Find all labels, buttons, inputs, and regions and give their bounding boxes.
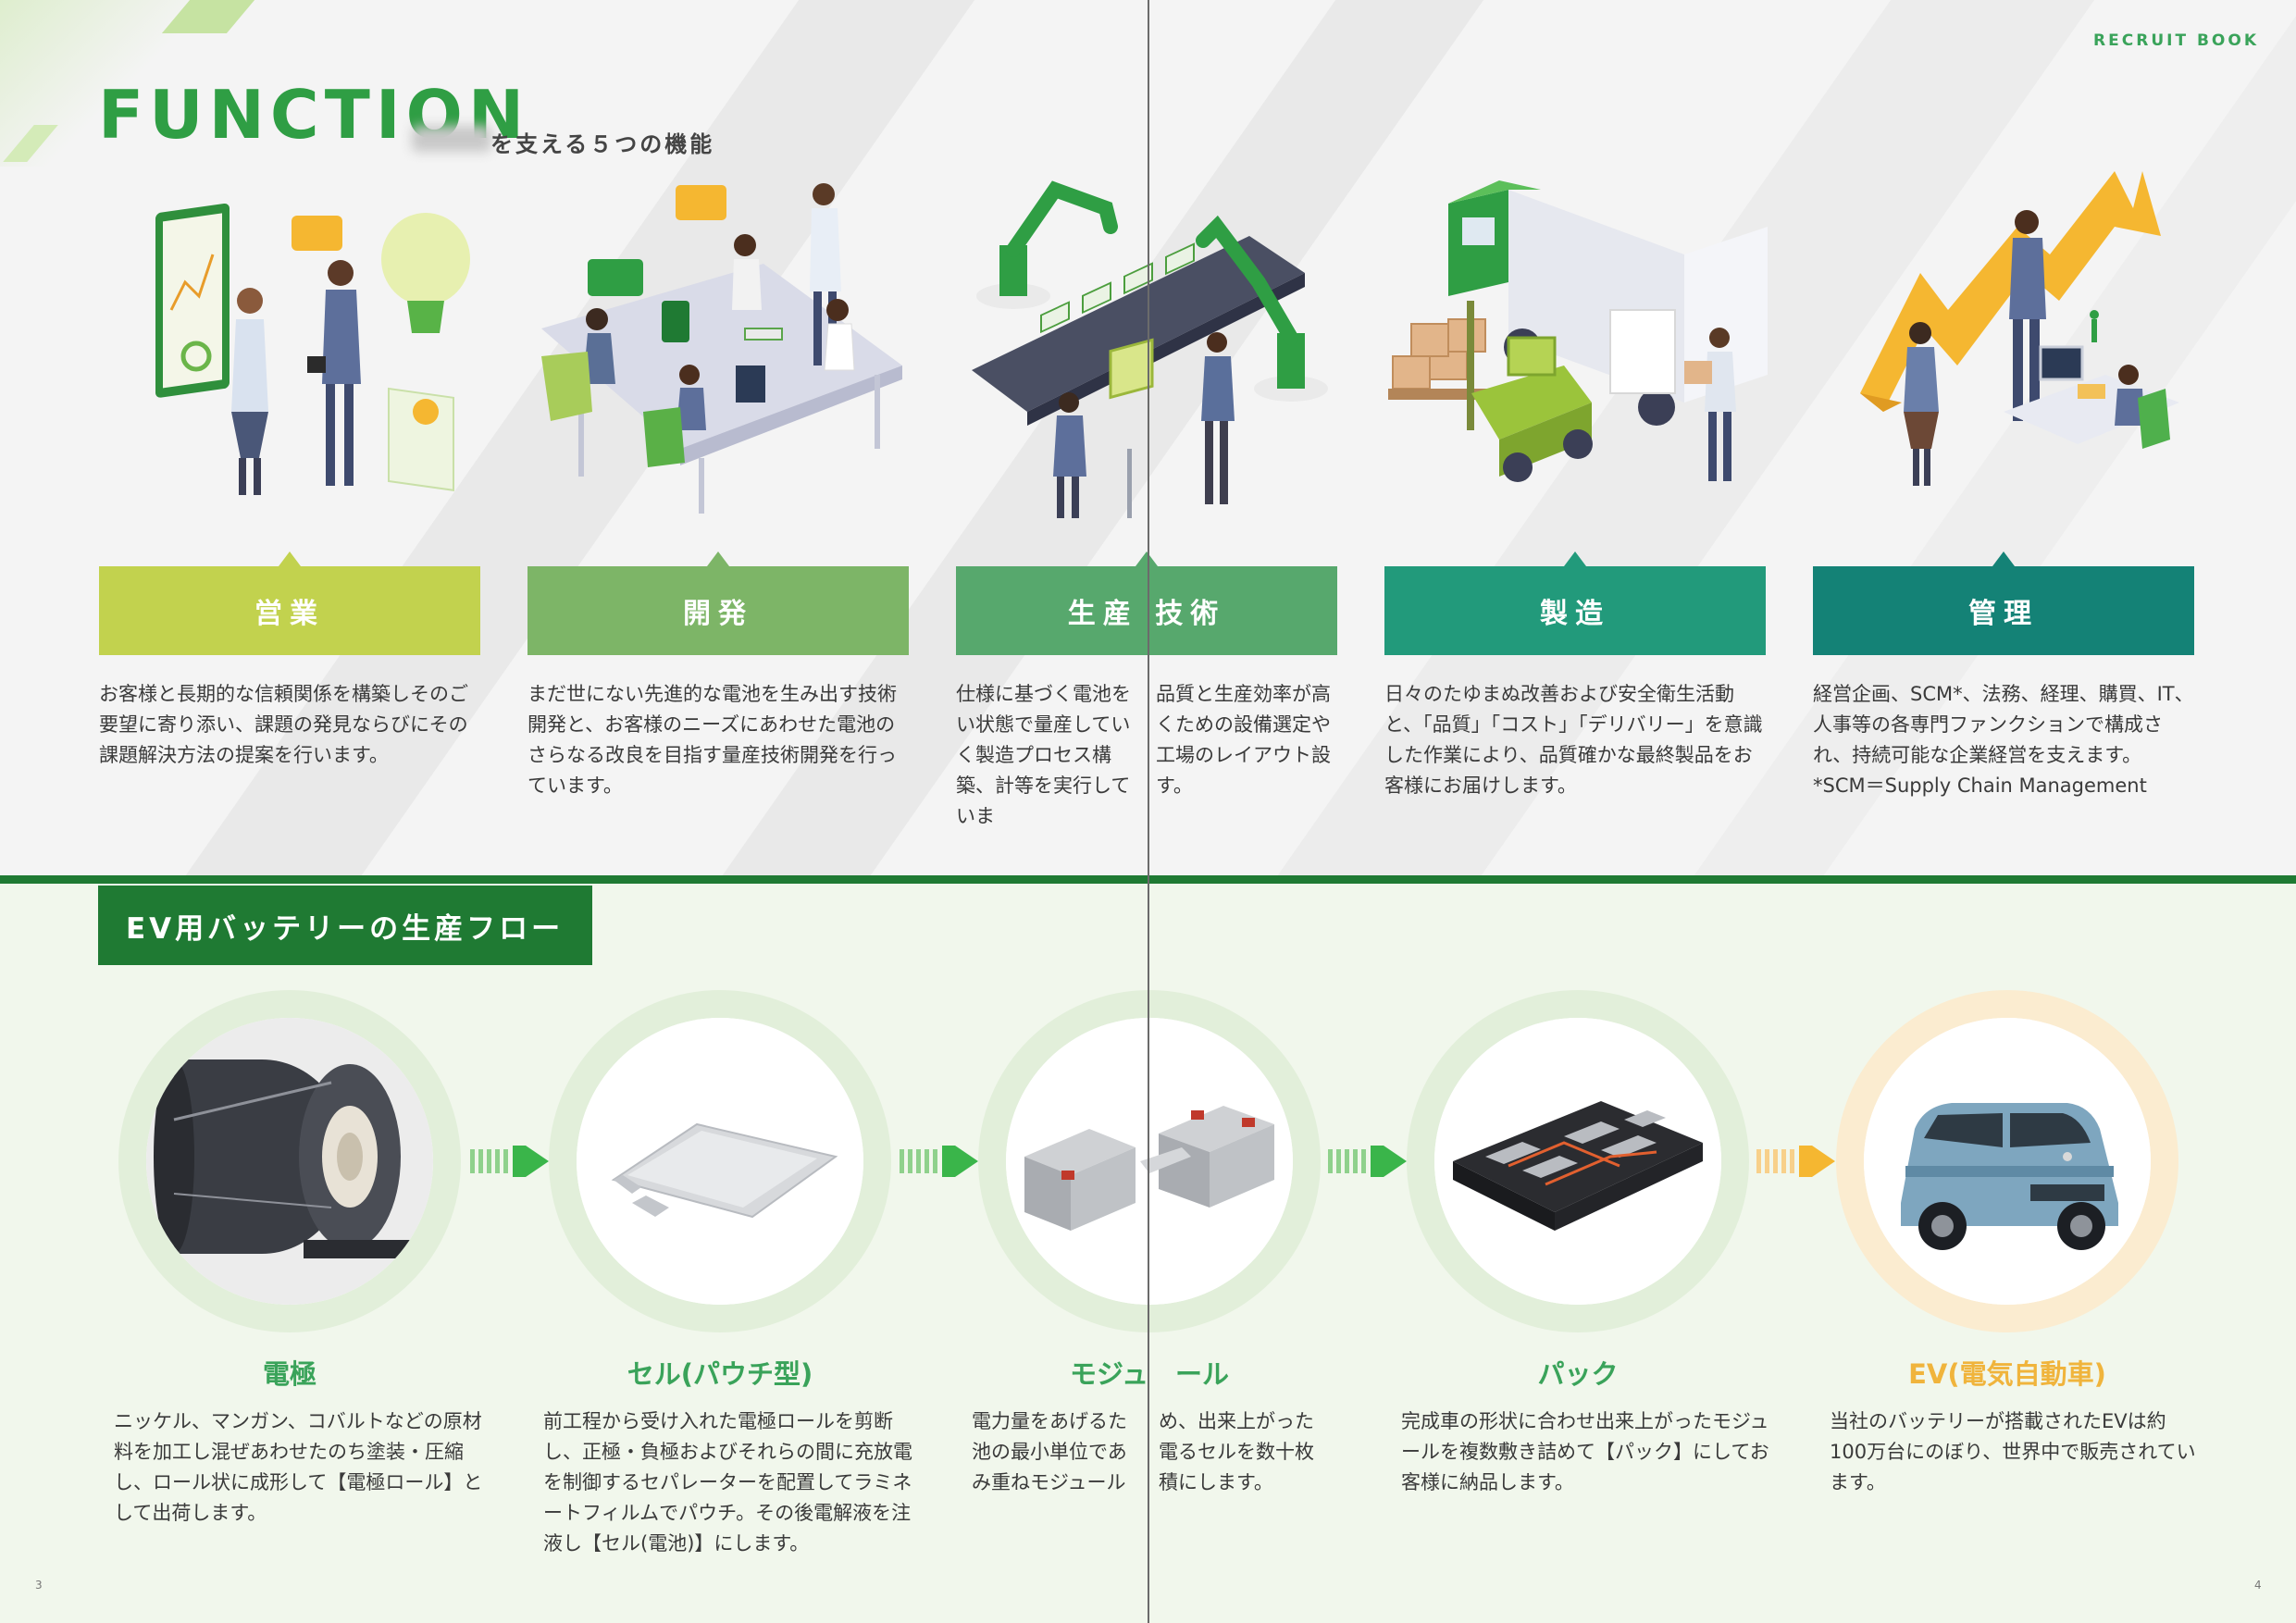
production-illustration (972, 180, 1328, 518)
management-illustration (1860, 171, 2179, 486)
flow-circle-ev (1836, 990, 2178, 1332)
function-label-management: 管理 (1813, 551, 2194, 655)
function-subtitle: を支える５つの機能 (490, 131, 715, 157)
flow-step-description-pack: 完成車の形状に合わせ出来上がったモジュールを複数敷き詰めて【パック】にしてお客様… (1401, 1410, 1769, 1493)
function-label-sales: 営業 (99, 551, 480, 655)
function-label-development: 開発 (527, 551, 909, 655)
page-number-left: 3 (35, 1579, 43, 1592)
function-label-production-engineering: 生産 技術 (956, 551, 1337, 655)
function-production-engineering: 生産 技術 仕様に基づく電池をい状態で量産していく製造プロセス構築、計等を実行し… (956, 551, 1337, 832)
flow-step-name-ev: EV(電気自動車) (1908, 1358, 2106, 1390)
flow-circle-cell (549, 990, 891, 1332)
flow-step-name-electrode: 電極 (262, 1358, 316, 1390)
ev-car-image (1864, 1018, 2151, 1305)
function-sales: 営業 お客様と長期的な信頼関係を構築しそのご要望に寄り添い、課題の発見ならびにそ… (99, 551, 480, 771)
blurred-company-name (412, 126, 491, 152)
page-spine (1148, 0, 1149, 1623)
function-description-sales: お客様と長期的な信頼関係を構築しそのご要望に寄り添い、課題の発見ならびにその課題… (99, 683, 468, 766)
flow-circle-module (978, 990, 1321, 1332)
arrow-right-icon (900, 1146, 978, 1177)
function-development: 開発 まだ世にない先進的な電池を生み出す技術開発と、お客様のニーズにあわせた電池… (527, 551, 909, 801)
flow-step-description-ev: 当社のバッテリーが搭載されたEVは約100万台にのぼり、世界中で販売されています… (1830, 1410, 2196, 1493)
pack-image (1434, 1018, 1721, 1305)
sales-illustration (155, 203, 470, 495)
recruit-book-label: RECRUIT BOOK (2093, 31, 2259, 50)
flow-title: EV用バッテリーの生産フロー (98, 886, 592, 965)
function-manufacturing: 製造 日々のたゆまぬ改善および安全衛生活動と、「品質」「コスト」「デリバリー」を… (1384, 551, 1766, 801)
pouch-cell-image (577, 1018, 863, 1305)
flow-step-description-module-right: め、出来上がった電るセルを数十枚積にします。 (1159, 1410, 1314, 1493)
electrode-roll-image (146, 1018, 433, 1305)
flow-step-name-pack: パック (1537, 1358, 1619, 1390)
module-image (1006, 1018, 1293, 1305)
function-description-manufacturing: 日々のたゆまぬ改善および安全衛生活動と、「品質」「コスト」「デリバリー」を意識し… (1384, 683, 1763, 797)
flow-step-description-cell: 前工程から受け入れた電極ロールを剪断し、正極・負極およびそれらの間に充放電を制御… (543, 1410, 912, 1555)
arrow-right-icon (470, 1146, 549, 1177)
flow-circle-pack (1407, 990, 1749, 1332)
flow-circle-electrode (118, 990, 461, 1332)
function-management: 管理 経営企画、SCM*、法務、経理、購買、IT、人事等の各専門ファンクションで… (1813, 551, 2194, 801)
flow-step-name-cell: セル(パウチ型) (627, 1358, 813, 1390)
flow-step-description-electrode: ニッケル、マンガン、コバルトなどの原材料を加工し混ぜあわせたのち塗装・圧縮し、ロ… (114, 1410, 483, 1524)
function-description-management: 経営企画、SCM*、法務、経理、購買、IT、人事等の各専門ファンクションで構成さ… (1813, 683, 2194, 766)
arrow-right-icon (1756, 1146, 1835, 1177)
development-illustration (541, 183, 902, 514)
function-description-development: まだ世にない先進的な電池を生み出す技術開発と、お客様のニーズにあわせた電池のさら… (527, 683, 897, 797)
flow-step-description-module-left: 電力量をあげるた池の最小単位であみ重ねモジュール (972, 1410, 1127, 1493)
page-number-right: 4 (2254, 1579, 2262, 1592)
function-label-manufacturing: 製造 (1384, 551, 1766, 655)
function-description-production-engineering-right: 品質と生産効率が高くための設備選定や工場のレイアウト設す。 (1156, 683, 1331, 797)
manufacturing-illustration (1388, 180, 1768, 482)
arrow-right-icon (1328, 1146, 1407, 1177)
function-note-management: *SCM＝Supply Chain Management (1813, 774, 2147, 797)
function-description-production-engineering-left: 仕様に基づく電池をい状態で量産していく製造プロセス構築、計等を実行していま (956, 683, 1131, 827)
flow-step-name-module: モジュ ール (1070, 1358, 1229, 1390)
